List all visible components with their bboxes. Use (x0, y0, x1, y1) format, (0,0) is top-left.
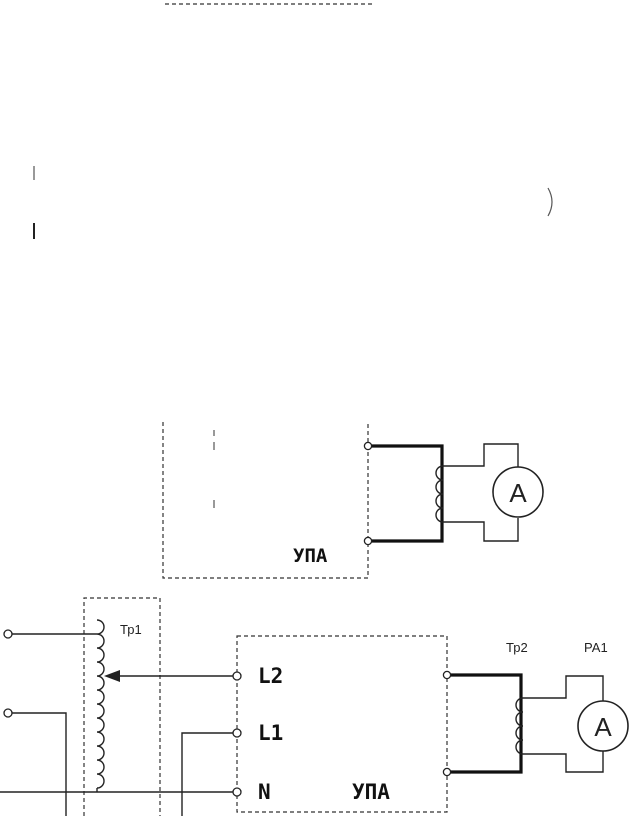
pa1-wire-top (523, 675, 604, 701)
tr1-label: Тр1 (120, 622, 142, 637)
upper-upa-box (162, 422, 369, 579)
upper-upa-label: УПА (293, 545, 328, 567)
label-n: N (258, 780, 271, 804)
upper-ammeter: A (492, 466, 544, 518)
lower-ammeter-symbol: A (594, 712, 612, 742)
tr2-label: Тр2 (506, 640, 528, 655)
lower-circuit: Тр1 L2 L1 N УПА Тр2 РА1 (0, 597, 629, 816)
upper-terminal-bottom (363, 536, 373, 546)
pa1-wire-bottom (523, 751, 604, 773)
lower-upa-label: УПА (352, 780, 390, 804)
tr2-coil (515, 697, 524, 755)
terminal-n (232, 787, 242, 797)
terminal-l2 (232, 671, 242, 681)
tr2-primary (447, 673, 523, 774)
tr1-box (83, 597, 161, 816)
label-l1: L1 (258, 721, 283, 745)
input-terminal-1 (3, 629, 13, 639)
tr1-coil (96, 619, 105, 789)
upa-output-bottom (442, 767, 452, 777)
l1-wire (181, 732, 233, 816)
upper-ammeter-symbol: A (509, 478, 527, 508)
lower-upa-box (236, 635, 448, 813)
input-terminal-2 (3, 708, 13, 718)
lower-ammeter: A (577, 700, 629, 752)
upper-circuit: УПА A (162, 422, 544, 579)
upa-output-top (442, 670, 452, 680)
terminal-l1 (232, 728, 242, 738)
upper-tr2-primary (368, 444, 444, 543)
input-wire-2 (12, 712, 67, 816)
upper-ammeter-wire-top (443, 443, 519, 468)
upper-ammeter-wire-bottom (443, 518, 519, 542)
label-l2: L2 (258, 664, 283, 688)
tap-arrow-icon (104, 670, 120, 682)
upper-terminal-top (363, 441, 373, 451)
upper-tr2-coil (435, 465, 444, 523)
stray-mark (547, 187, 553, 217)
pa1-label: РА1 (584, 640, 608, 655)
